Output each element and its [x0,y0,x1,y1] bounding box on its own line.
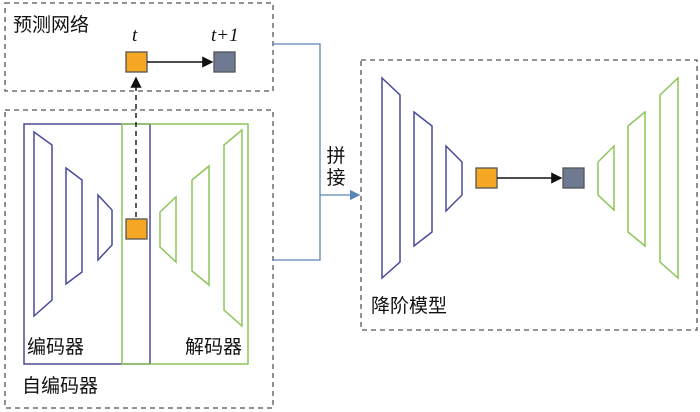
concat-char-2: 接 [326,166,346,189]
autoencoder-frame [4,109,274,409]
time-t-plus-1-label: t+1 [211,25,239,46]
rom-encoder-layer-2 [413,110,433,248]
rom-decoder-layer-1 [597,144,615,212]
time-t-label: t [132,25,138,46]
rom-decoder-layer-3 [659,76,679,280]
rom-latent-gray [562,167,585,189]
rom-latent-orange [475,167,498,189]
prediction-network-title: 预测网络 [13,14,90,36]
rom-encoder-layer-3 [445,144,463,213]
decoder-layer-2 [191,164,210,287]
rom-encoder-layer-1 [381,76,401,280]
reduced-model-title: 降阶模型 [371,295,448,317]
prediction-network-frame [4,2,274,92]
latent-code-square [125,218,148,240]
rom-decoder-layer-2 [627,110,646,248]
concat-label: 拼 接 [325,145,347,190]
decoder-layer-3 [223,128,243,328]
encoder-frame [23,123,151,365]
decoder-label: 解码器 [185,336,243,358]
time-t-square [125,51,148,73]
concat-char-1: 拼 [326,145,346,167]
encoder-label: 编码器 [27,336,85,358]
autoencoder-title: 自编码器 [22,375,99,397]
decoder-layer-1 [159,195,177,264]
encoder-layer-3 [97,193,113,262]
encoder-layer-2 [65,166,83,286]
decoder-frame [121,123,249,365]
encoder-layer-1 [33,130,53,318]
reduced-model-frame [360,59,698,331]
time-t-plus-1-square [213,51,236,73]
concat-connector [273,43,321,261]
